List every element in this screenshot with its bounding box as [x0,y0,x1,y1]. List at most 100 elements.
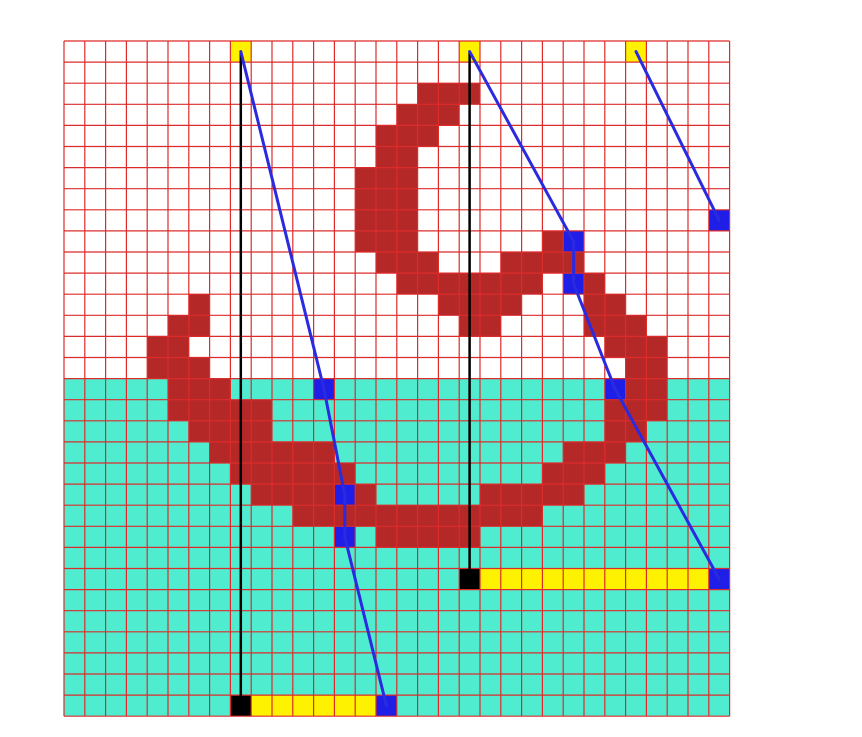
shape-cell [188,294,210,316]
shape-cell [313,463,335,485]
shape-cell [292,463,314,485]
shape-cell [313,441,335,463]
shape-cell [188,420,210,442]
shape-cell [396,125,418,147]
shape-cell [376,125,397,147]
shape-cell [355,505,376,527]
ray-segment [634,50,721,222]
shape-cell [376,209,397,231]
span-cell [480,568,501,590]
shape-cell [188,315,210,337]
shape-cell [147,357,168,379]
shape-cell [251,484,272,506]
shape-cell [209,420,231,442]
shape-cell [417,125,439,147]
shape-cell [251,399,272,421]
shape-cell [417,104,439,126]
shape-cell [584,294,605,316]
shape-cell [209,378,231,400]
shape-cell [376,230,397,252]
shape-cell [168,357,189,379]
shape-cell [500,252,522,274]
ray-segment [613,387,721,581]
shape-cell [396,273,418,295]
shape-cell [542,484,564,506]
shape-cell [604,420,626,442]
span-cell [688,568,709,590]
shape-cell [417,252,439,274]
span-cell [625,568,647,590]
ray-segment [572,282,617,391]
shape-cell [396,146,418,168]
shape-cell [417,273,439,295]
shape-cell [168,315,189,337]
shape-cell [542,252,564,274]
shape-cell [500,273,522,295]
shape-cell [272,463,293,485]
shape-cell [292,484,314,506]
shape-cell [604,294,626,316]
span-cell [542,568,564,590]
shape-cell [188,357,210,379]
shape-cell [168,336,189,358]
shape-cell [625,357,647,379]
shape-cell [500,484,522,506]
shape-cell [521,273,543,295]
span-cell [334,695,356,717]
shape-cell [480,273,501,295]
shape-cell [563,463,584,485]
shape-cell [646,399,668,421]
shape-cell [147,336,168,358]
span-cell [272,695,293,717]
shape-cell [604,315,626,337]
span-cell [292,695,314,717]
shape-cell [209,441,231,463]
ray-segment [239,50,326,391]
shape-cell [396,209,418,231]
shape-cell [292,505,314,527]
shape-cell [292,441,314,463]
shape-cell [168,399,189,421]
shape-cell [396,104,418,126]
shape-cell [584,441,605,463]
ray-segment [343,535,388,708]
shape-cell [480,484,501,506]
shape-cell [251,420,272,442]
shape-cell [521,505,543,527]
shape-cell [376,252,397,274]
shape-cell [604,399,626,421]
shape-cell [334,463,356,485]
shape-cell [521,252,543,274]
span-cell [667,568,688,590]
shape-cell [417,83,439,105]
span-cell [521,568,543,590]
span-cell [355,695,376,717]
ray-segment [468,50,576,243]
span-cell [646,568,668,590]
shape-cell [646,336,668,358]
span-cell [563,568,584,590]
shape-cell [480,294,501,316]
shape-cell [272,484,293,506]
shape-cell [251,463,272,485]
shape-cell [438,526,460,548]
shape-cell [542,230,564,252]
shape-cell [396,505,418,527]
ray-lines-layer [239,50,721,708]
shape-cell [480,315,501,337]
shape-cell [313,484,335,506]
shape-cell [625,315,647,337]
shape-cell [313,505,335,527]
shape-cell [500,505,522,527]
shape-cell [376,146,397,168]
ray-segment [322,387,347,497]
shape-cell [625,336,647,358]
span-cell [500,568,522,590]
shape-cell [438,104,460,126]
shape-cell [542,463,564,485]
shape-cell [396,188,418,210]
shape-cell [438,273,460,295]
shape-cell [355,484,376,506]
grid-lines-layer [63,40,731,717]
